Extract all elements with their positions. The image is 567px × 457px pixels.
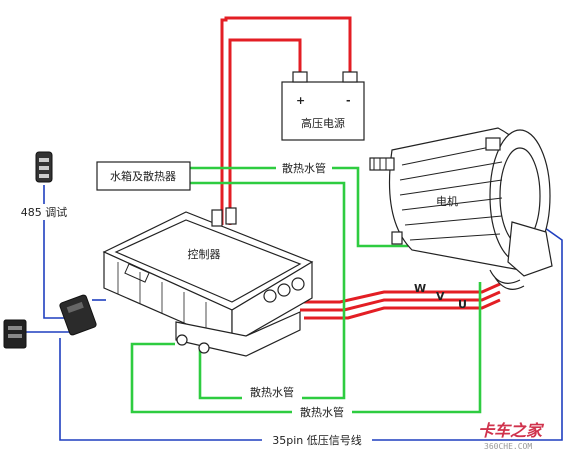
controller-fitting-2 — [225, 207, 237, 225]
battery-terminal-minus — [342, 71, 358, 83]
hv-line-plus — [228, 38, 302, 225]
left-plug — [3, 319, 27, 349]
radiator-label: 水箱及散热器 — [110, 169, 176, 183]
motor: 电机 — [369, 127, 553, 290]
left-plug-pin-1 — [8, 326, 22, 330]
debug-connector-pin-3 — [39, 174, 49, 178]
controller-connector-3 — [291, 277, 305, 291]
controller-fitting-1 — [211, 209, 223, 227]
phase-u-label: U — [458, 298, 467, 311]
controller-pipe-port-2 — [198, 342, 210, 354]
battery-label: 高压电源 — [301, 116, 345, 130]
pipe-label-mid-bg — [242, 384, 302, 400]
signal-line-label: 35pin 低压信号线 — [272, 433, 362, 447]
phase-w-label: W — [414, 282, 426, 295]
radiator-box — [96, 161, 191, 191]
cooling-pipes — [130, 166, 482, 414]
cooling-pipe-label-bottom: 散热水管 — [300, 405, 344, 419]
motor-junction-box — [507, 221, 553, 277]
debug-connector — [35, 151, 53, 183]
signal-wiring — [26, 185, 563, 441]
battery: + - 高压电源 — [281, 71, 365, 141]
hv-phase-v — [300, 290, 501, 312]
harness-connector — [59, 294, 97, 336]
pipe-label-bottom-bg — [292, 404, 352, 420]
hv-phase-u — [304, 298, 501, 320]
hv-line-minus — [220, 16, 352, 225]
hv-phase-w — [296, 282, 501, 304]
signal-35pin-line — [59, 227, 563, 441]
debug-connector-pin-1 — [39, 158, 49, 162]
signal-label-bg — [262, 432, 372, 448]
controller-panel — [124, 263, 150, 283]
controller-pipe-port-1 — [176, 334, 188, 346]
debug-label-bg — [18, 204, 72, 220]
battery-body — [281, 81, 365, 141]
signal-debug-line — [43, 185, 64, 319]
radiator: 水箱及散热器 — [96, 161, 191, 191]
watermark: 卡车之家 360CHE.COM — [478, 421, 545, 451]
battery-plus-sign: + — [296, 94, 305, 107]
cooling-pipe-radiator-motor — [190, 166, 408, 248]
motor-terminal-cables — [489, 269, 525, 290]
controller-label: 控制器 — [188, 247, 221, 261]
debug-connector-pin-2 — [39, 166, 49, 170]
pipe-label-top-bg — [276, 160, 332, 176]
debug-port-label: 485 调试 — [21, 206, 68, 219]
motor-label: 电机 — [436, 194, 458, 208]
cooling-pipe-radiator-controller — [190, 181, 346, 400]
motor-lug-2 — [391, 231, 403, 245]
cooling-pipe-label-mid: 散热水管 — [250, 385, 294, 399]
motor-lug-1 — [485, 137, 501, 151]
cooling-pipe-motor-bottom — [130, 282, 482, 414]
controller-top-rim — [114, 219, 302, 303]
controller-connector-1 — [263, 289, 277, 303]
battery-terminal-plus — [292, 71, 308, 83]
battery-minus-sign: - — [346, 94, 351, 107]
phase-v-label: V — [436, 290, 445, 303]
cooling-pipe-label-top: 散热水管 — [282, 161, 326, 175]
controller-ribs — [117, 262, 207, 334]
harness-connector-slot — [66, 301, 84, 314]
controller-connector-2 — [277, 283, 291, 297]
motor-shaft — [369, 157, 395, 171]
controller: 控制器 — [102, 207, 314, 357]
harness-connector-body — [59, 294, 97, 336]
watermark-site: 360CHE.COM — [484, 442, 532, 451]
left-plug-pin-2 — [8, 334, 22, 338]
watermark-brand: 卡车之家 — [478, 421, 545, 440]
motor-fins — [399, 144, 503, 241]
high-voltage-wiring — [220, 16, 501, 320]
